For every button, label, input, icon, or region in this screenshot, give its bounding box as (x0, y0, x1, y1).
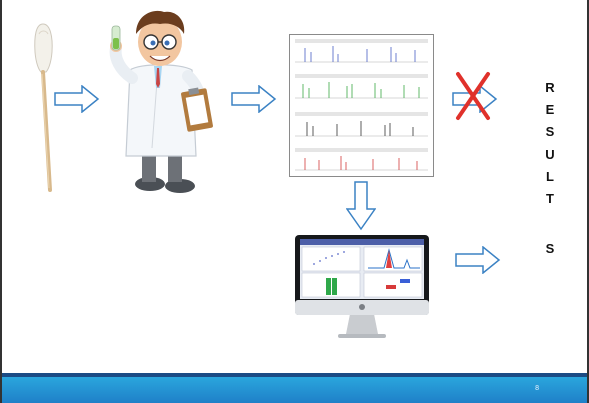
arrow-right-2 (231, 85, 277, 113)
cross-icon (456, 72, 490, 120)
results-letter: U (545, 147, 555, 162)
results-letter: E (545, 102, 555, 117)
arrow-down (346, 181, 376, 231)
arrow-right-1 (54, 85, 100, 113)
scientist-icon (109, 10, 213, 193)
results-letter: S (545, 241, 555, 256)
results-letter: S (545, 124, 555, 139)
results-letter: R (545, 80, 555, 95)
electropherogram-icon (289, 34, 434, 177)
results-letter: T (546, 191, 554, 206)
results-letter: L (546, 169, 554, 184)
computer-monitor-icon (295, 235, 429, 338)
cotton-swab-icon (34, 23, 53, 192)
footer-band: 8 (2, 373, 587, 403)
arrow-right-4 (455, 246, 501, 274)
slide-number: 8 (535, 385, 539, 392)
